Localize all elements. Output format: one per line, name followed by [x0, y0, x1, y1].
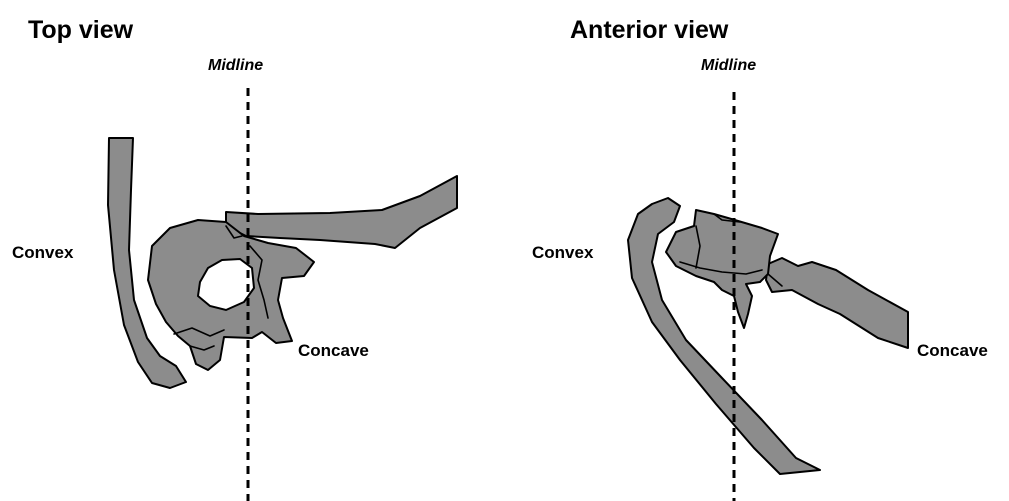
top-view-vertebra-drawing [0, 0, 500, 501]
anterior-view-panel: Anterior view Midline Convex Concave [500, 0, 1009, 501]
anterior-view-vertebral-body [666, 210, 778, 328]
top-view-concave-rib [226, 176, 457, 248]
anterior-view-concave-rib [766, 258, 908, 348]
anterior-view-vertebra-drawing [500, 0, 1009, 501]
top-view-panel: Top view Midline Convex Concave [0, 0, 500, 501]
